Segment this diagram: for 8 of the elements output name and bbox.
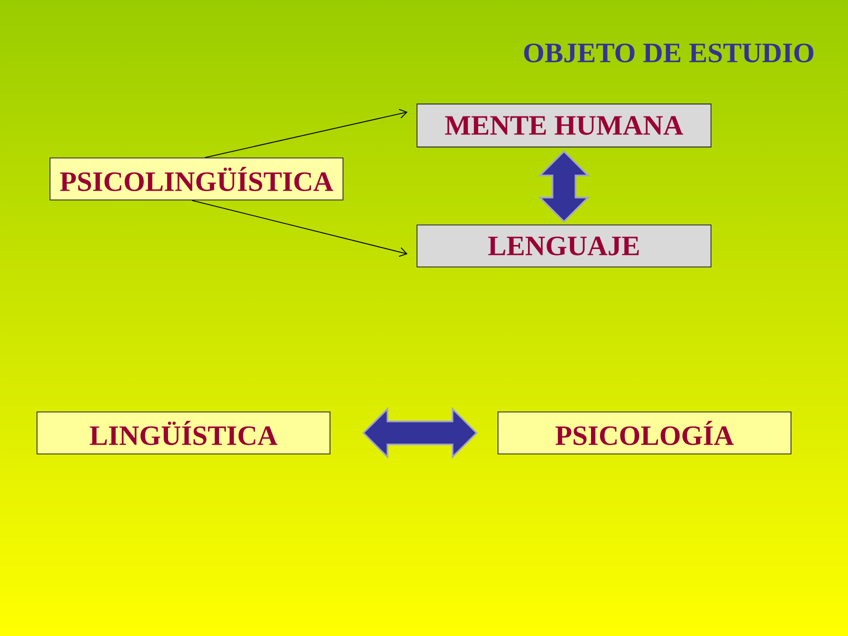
text-box: PSICOLINGÜÍSTICA bbox=[50, 158, 344, 200]
text-box: LENGUAJE bbox=[416, 224, 712, 268]
arrow bbox=[192, 200, 408, 257]
text-box: LINGÜÍSTICA bbox=[36, 412, 330, 454]
arrow bbox=[204, 108, 408, 158]
text-box: PSICOLOGÍA bbox=[498, 412, 792, 454]
title: OBJETO DE ESTUDIO bbox=[524, 44, 814, 62]
text-box: MENTE HUMANA bbox=[416, 104, 712, 148]
